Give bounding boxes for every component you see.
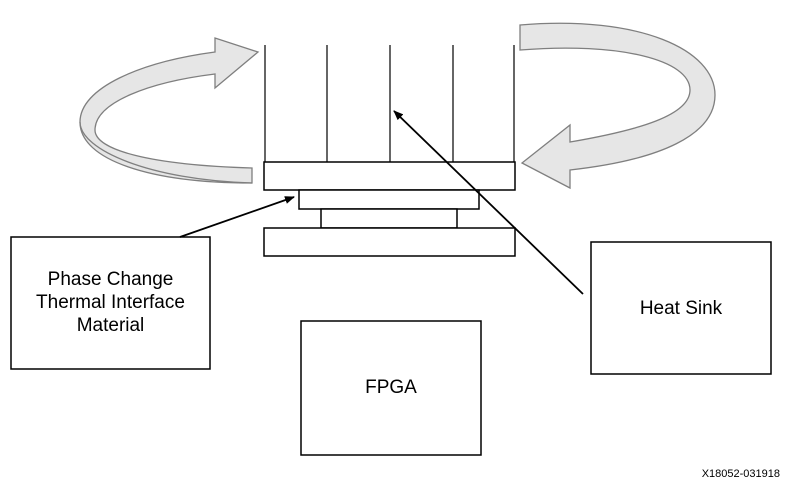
fpga-box (300, 320, 482, 456)
fpga-lid (320, 208, 458, 229)
heat-sink-fins (264, 45, 515, 162)
right-rotation-arrow (519, 22, 716, 190)
heat-sink-leader-arrow (393, 110, 584, 295)
heat-sink-base (263, 161, 516, 191)
tim-label-line: Material (76, 315, 145, 336)
tim-label-line: Phase Change (47, 269, 174, 290)
tim-label-line: Thermal Interface (36, 292, 185, 313)
heat-sink-callout-box (590, 241, 772, 375)
fpga-label: FPGA (365, 377, 417, 398)
left-rotation-arrow (79, 37, 260, 184)
tim-callout-box (10, 236, 211, 370)
figure-number: X18052-031918 (701, 468, 780, 480)
package-substrate (263, 227, 516, 257)
tim-leader-arrow (179, 196, 295, 238)
heat-sink-label: Heat Sink (639, 298, 723, 319)
thermal-interface-layer (298, 189, 480, 210)
tim-label: Phase Change Thermal Interface Material (11, 268, 210, 337)
